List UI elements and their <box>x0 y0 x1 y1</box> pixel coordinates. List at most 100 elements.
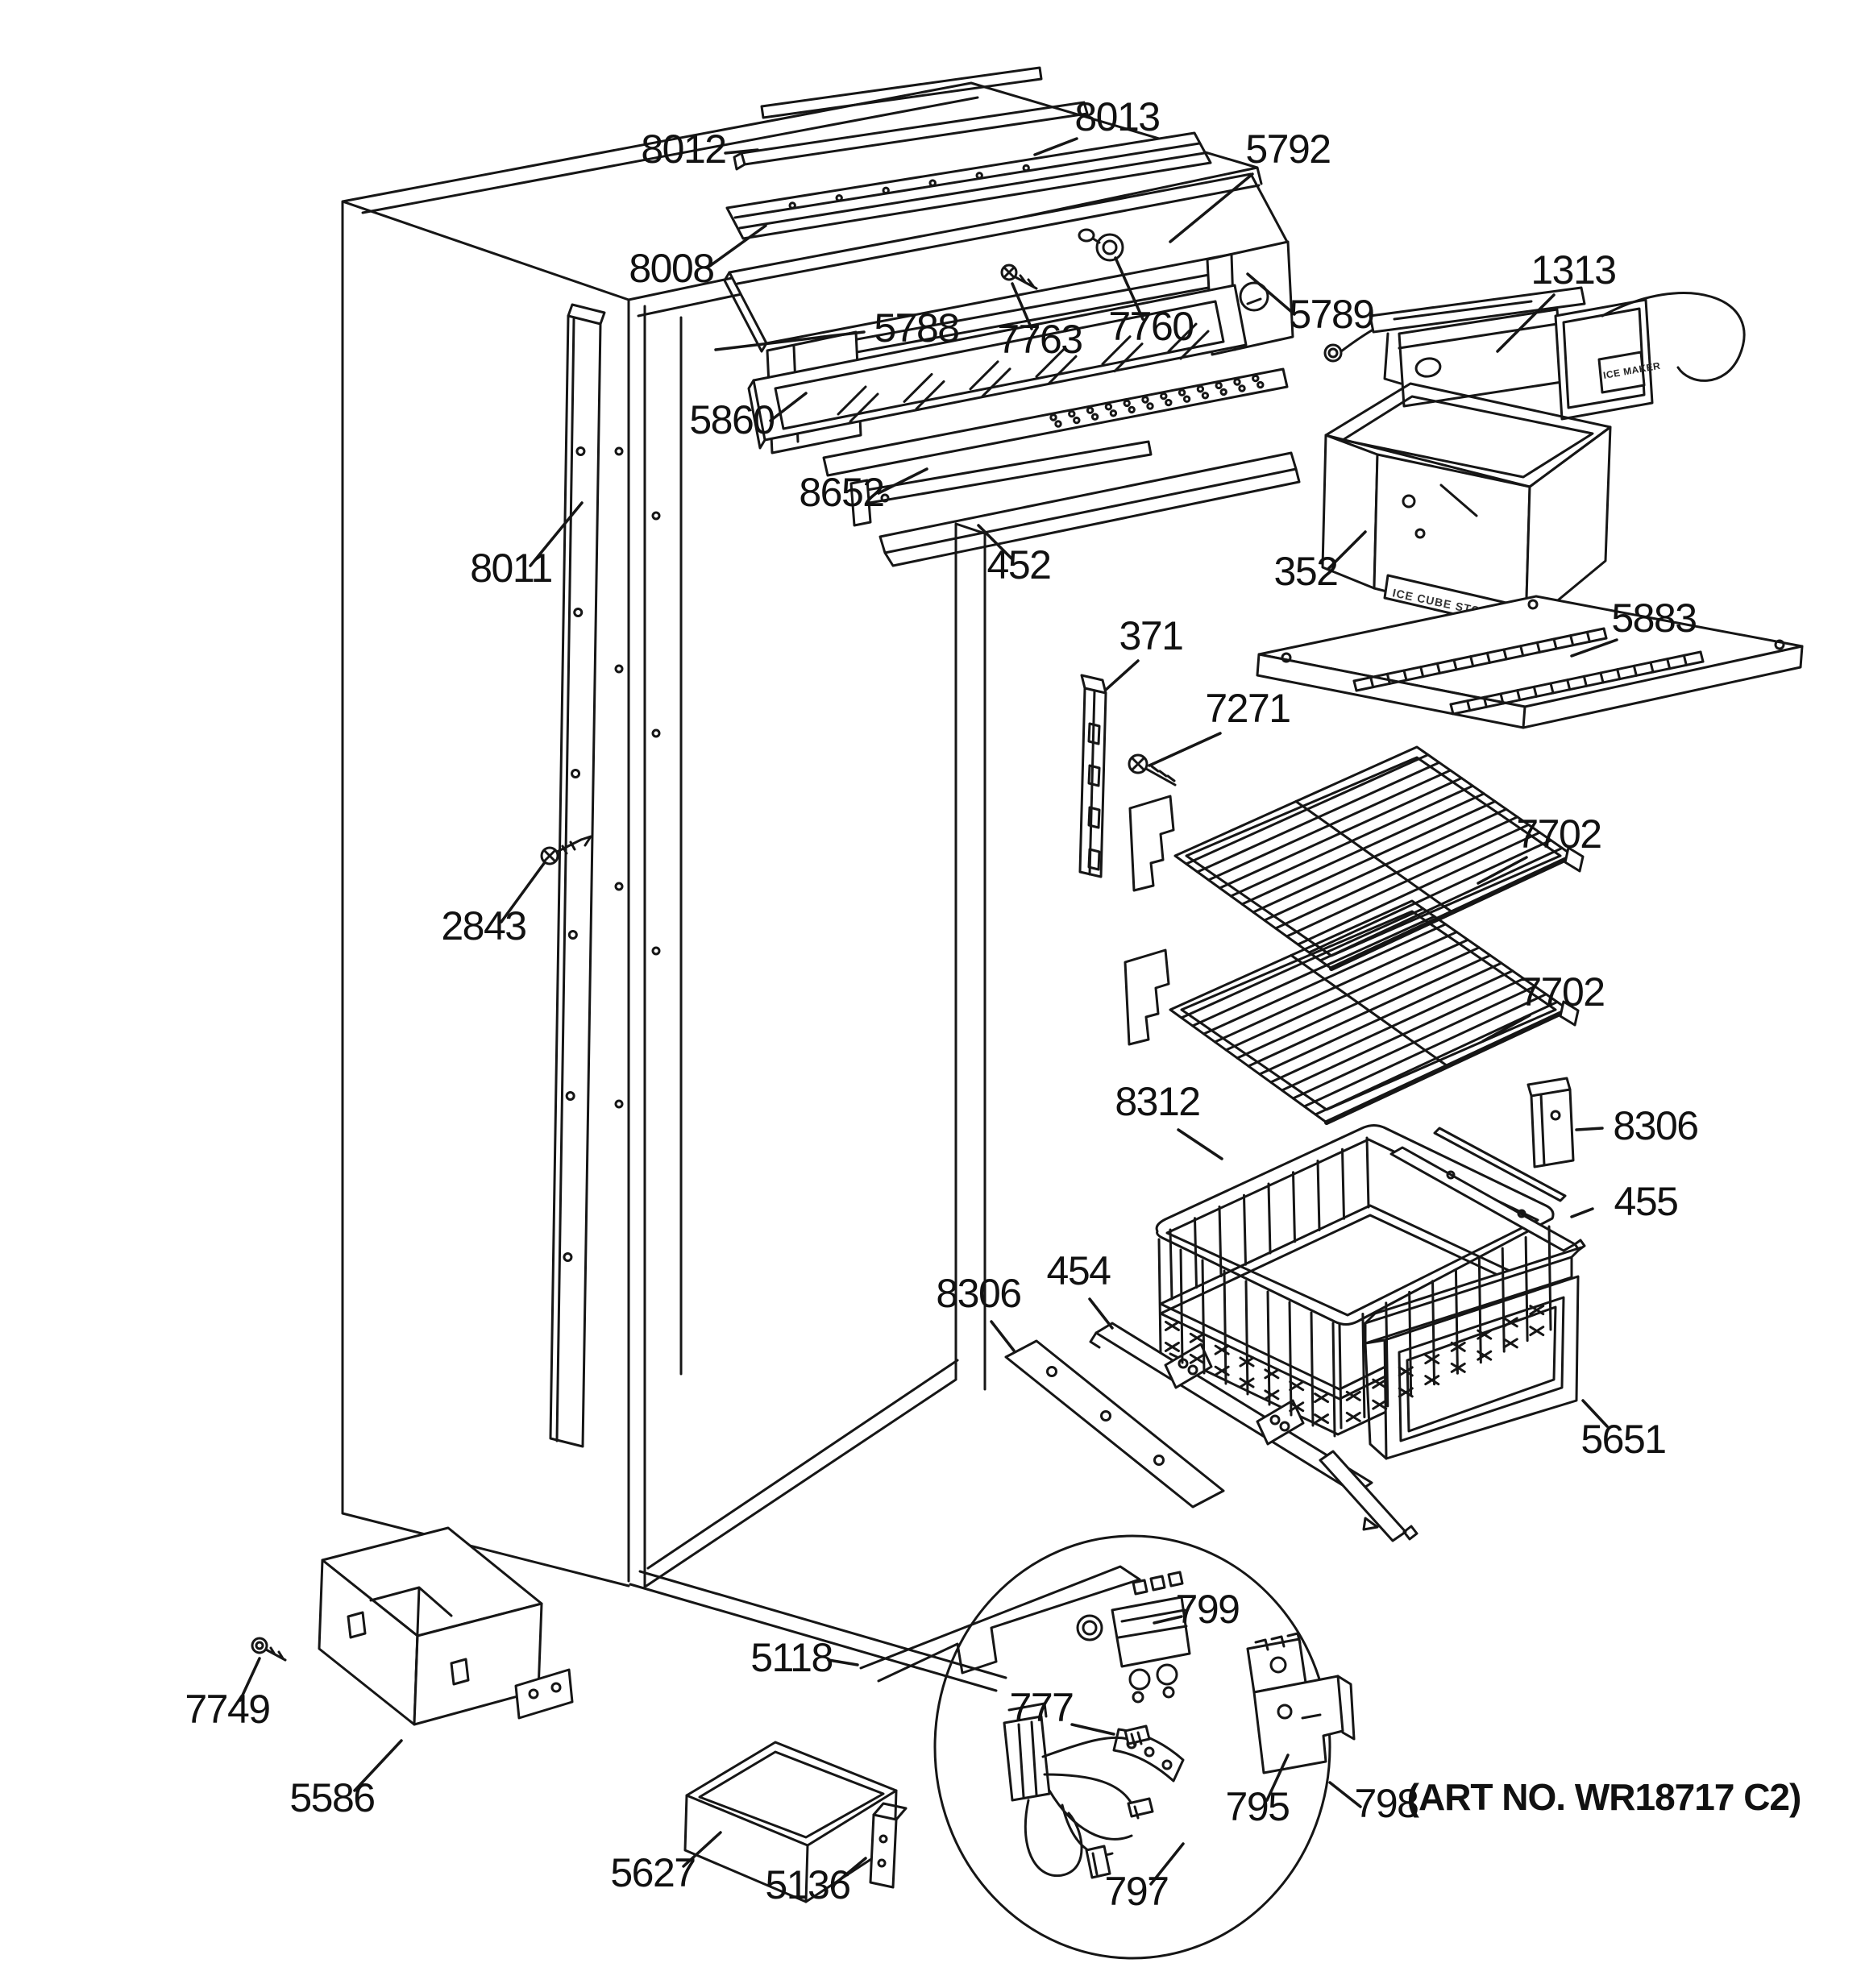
screw-7271 <box>1128 753 1177 786</box>
line-art: ICE MAKER ICE CUBE STORAGE <box>251 66 1804 1960</box>
sill-452 <box>879 451 1301 567</box>
callout-8306: 8306 <box>936 1271 1020 1316</box>
leader-795 <box>1265 1754 1290 1802</box>
art-number: (ART NO. WR18717 C2) <box>1407 1776 1801 1818</box>
leader-7760 <box>1114 256 1144 321</box>
leader-5627 <box>682 1831 722 1868</box>
callout-452: 452 <box>987 542 1051 587</box>
shelf-5883 <box>1256 595 1804 729</box>
leader-2843 <box>500 861 546 923</box>
callout-5136: 5136 <box>765 1862 849 1907</box>
leader-8013 <box>1033 137 1078 156</box>
callout-8652: 8652 <box>799 470 883 515</box>
leader-454 <box>1088 1297 1114 1330</box>
screw-7749 <box>251 1637 287 1662</box>
callout-2843: 2843 <box>441 903 525 948</box>
leader-8312 <box>1177 1128 1223 1160</box>
water-valve-799 <box>1076 1571 1191 1704</box>
top-trim-strips <box>733 66 1089 171</box>
callout-371: 371 <box>1119 613 1183 658</box>
callout-7702: 7702 <box>1516 811 1601 857</box>
detail-circle-798 <box>933 1534 1356 1960</box>
leader-8306 <box>1575 1127 1604 1131</box>
bracket-8306-left <box>1004 1339 1225 1509</box>
callout-5118: 5118 <box>750 1635 833 1680</box>
leader-352 <box>1327 530 1367 571</box>
callout-5651: 5651 <box>1580 1417 1665 1462</box>
leader-797 <box>1149 1842 1185 1886</box>
callout-5627: 5627 <box>610 1850 695 1895</box>
ice-maker-1313: ICE MAKER <box>1323 286 1746 421</box>
leader-452 <box>977 524 1014 561</box>
screw-7763 <box>1000 264 1038 290</box>
callout-8013: 8013 <box>1074 94 1159 139</box>
glass-window-5860 <box>747 284 1248 450</box>
leader-799 <box>1153 1615 1183 1625</box>
callout-799: 799 <box>1176 1587 1240 1632</box>
leader-455 <box>1570 1207 1594 1218</box>
callout-5586: 5586 <box>289 1775 374 1820</box>
leader-8011 <box>529 501 584 567</box>
callout-7702: 7702 <box>1519 969 1604 1015</box>
leader-7749 <box>239 1657 261 1702</box>
leader-777 <box>1070 1723 1115 1736</box>
leader-5651 <box>1581 1399 1609 1428</box>
side-trim-8011 <box>549 303 606 1448</box>
leader-5792 <box>1169 172 1254 243</box>
callout-5883: 5883 <box>1611 596 1696 641</box>
callout-352: 352 <box>1274 549 1338 594</box>
callout-5788: 5788 <box>874 305 958 351</box>
leader-5860 <box>769 392 808 422</box>
callout-5860: 5860 <box>689 397 774 442</box>
callout-8312: 8312 <box>1115 1079 1199 1124</box>
callout-797: 797 <box>1105 1869 1169 1914</box>
bracket-795 <box>1246 1632 1356 1774</box>
bracket-8306-right <box>1526 1077 1575 1168</box>
callout-795: 795 <box>1226 1784 1290 1829</box>
leader-8652 <box>877 467 928 495</box>
callout-7271: 7271 <box>1205 686 1290 731</box>
leader-7702 <box>1481 1014 1531 1043</box>
callout-7763: 7763 <box>997 317 1082 362</box>
callout-8011: 8011 <box>470 546 552 591</box>
bracket-5136 <box>869 1802 908 1889</box>
leader-5789 <box>1246 272 1296 316</box>
trim-8652 <box>849 440 1153 527</box>
leader-8012 <box>724 148 759 155</box>
callout-455: 455 <box>1614 1179 1678 1224</box>
slide-rail-454 <box>1089 1322 1418 1542</box>
callout-7760: 7760 <box>1108 304 1193 349</box>
generated-decoration <box>563 164 1705 1438</box>
leader-5788 <box>714 330 866 351</box>
callout-8306: 8306 <box>1613 1103 1697 1148</box>
leader-798 <box>1328 1781 1362 1808</box>
trim-channel-8008 <box>725 131 1212 240</box>
callout-8008: 8008 <box>629 246 713 291</box>
callout-454: 454 <box>1047 1248 1111 1293</box>
leader-7763 <box>1011 282 1033 330</box>
harness-797 <box>1003 1702 1154 1879</box>
rail-371 <box>1078 674 1107 878</box>
screw-2843 <box>540 835 592 865</box>
callout-7749: 7749 <box>185 1687 269 1732</box>
knob-7760 <box>1078 228 1124 262</box>
leader-1313 <box>1496 293 1556 353</box>
leader-8008 <box>706 224 767 269</box>
drawer-front-5651 <box>1364 1246 1583 1460</box>
callout-777: 777 <box>1010 1685 1074 1730</box>
leader-7271 <box>1148 732 1222 767</box>
evaporator-cover-5586 <box>318 1526 574 1726</box>
leader-5883 <box>1570 638 1618 658</box>
callout-5792: 5792 <box>1245 127 1330 172</box>
leader-371 <box>1104 659 1140 691</box>
bar-455 <box>1389 1127 1586 1252</box>
perforated-strip <box>822 367 1289 477</box>
callout-1313: 1313 <box>1531 247 1615 293</box>
callout-8012: 8012 <box>641 127 725 172</box>
leader-5118 <box>827 1658 859 1666</box>
leader-7702 <box>1477 856 1528 885</box>
callout-798: 798 <box>1355 1781 1418 1826</box>
